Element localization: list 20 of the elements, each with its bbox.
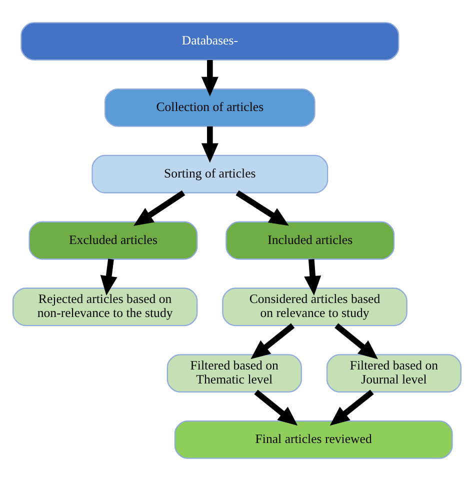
arrow	[254, 390, 298, 426]
node-box: Final articles reviewed	[174, 420, 453, 459]
arrow	[201, 60, 218, 96]
node-box: Databases-	[20, 22, 400, 61]
arrow	[250, 323, 295, 360]
arrow	[330, 390, 374, 426]
node-box: Rejected articles based on non-relevance to the study	[12, 288, 198, 326]
arrow	[201, 126, 218, 163]
arrow	[100, 258, 118, 296]
arrow	[334, 323, 378, 360]
node-box: Collection of articles	[104, 88, 316, 127]
node-box: Excluded articles	[28, 221, 198, 260]
arrow	[304, 258, 322, 296]
node-box: Filtered based on Journal level	[326, 354, 462, 393]
arrow	[134, 190, 186, 226]
node-box: Included articles	[226, 221, 395, 260]
arrow	[236, 190, 289, 226]
node-box: Filtered based on Thematic level	[166, 354, 302, 393]
node-box: Sorting of articles	[92, 154, 328, 194]
node-box: Considered articles based on relevance to study	[222, 288, 408, 326]
